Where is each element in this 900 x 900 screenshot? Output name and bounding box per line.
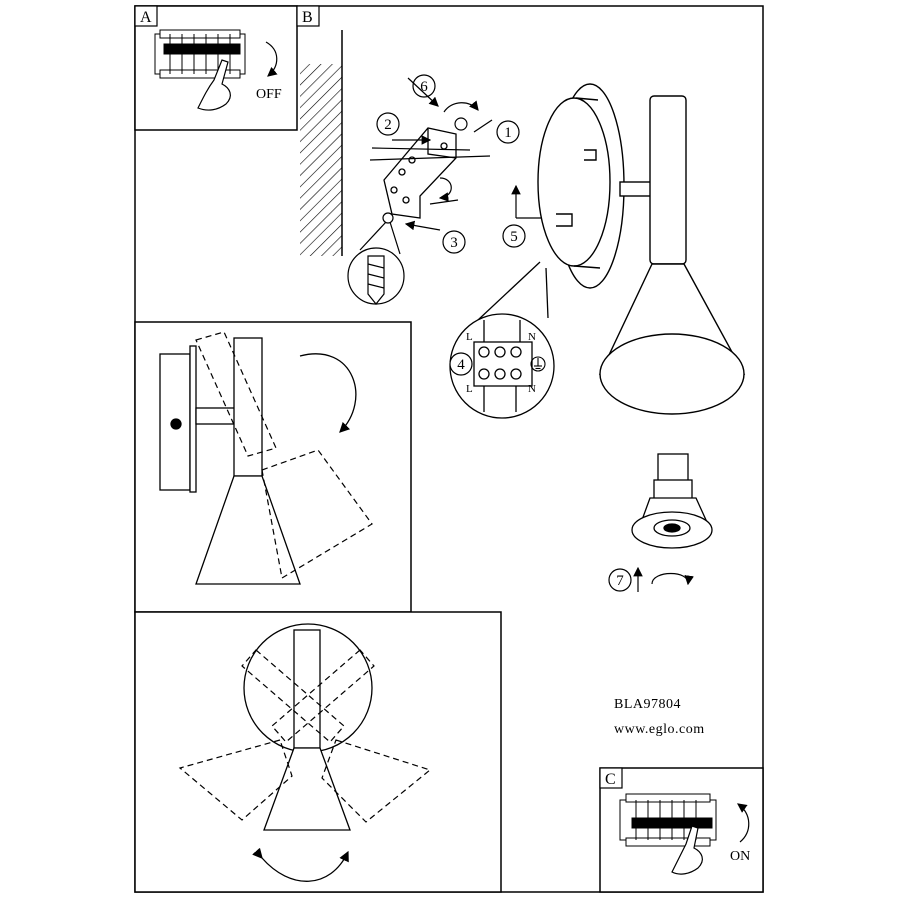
ground-icon (530, 356, 546, 372)
svg-text:1: 1 (504, 125, 512, 141)
breaker-strip-icon (154, 29, 246, 79)
rotate-swing-arrow-icon (252, 847, 349, 882)
svg-text:4: 4 (457, 357, 465, 373)
gu10-bulb-icon (631, 453, 713, 549)
terminal-labels: L N L N (466, 331, 536, 395)
svg-text:6: 6 (420, 79, 428, 95)
website-link[interactable]: www.eglo.com (614, 722, 705, 737)
step-6: 6 (407, 74, 439, 107)
hand-icon (197, 59, 231, 111)
step-3: 3 (404, 177, 466, 254)
panel-c-letter: C (605, 771, 616, 788)
mounting-bracket (383, 127, 457, 219)
rotate-down-arrow-icon (265, 41, 278, 77)
hand-icon (671, 825, 703, 875)
panel-a-letter: A (140, 9, 152, 26)
rotate-up-arrow-icon (737, 803, 750, 843)
svg-text:3: 3 (450, 235, 458, 251)
switch-on-label: ON (730, 849, 750, 864)
wall (300, 30, 343, 256)
panel-c: C ON (599, 767, 764, 893)
svg-text:2: 2 (384, 117, 392, 133)
model-number: BLA97804 (614, 697, 681, 712)
terminal-block-detail (449, 261, 555, 419)
svg-text:5: 5 (510, 229, 518, 245)
step-7: 7 (608, 566, 694, 592)
wall-plug-detail (347, 221, 405, 305)
svg-text:N: N (528, 331, 536, 343)
breaker-strip-icon (619, 793, 717, 847)
svg-text:L: L (466, 331, 473, 343)
svg-text:7: 7 (616, 573, 624, 589)
lamp-canopy (537, 83, 625, 289)
screws (369, 117, 491, 224)
rotate-tilt-arrow-icon (299, 353, 357, 433)
panel-tilt-view (134, 321, 412, 613)
lamp-body (598, 95, 746, 415)
svg-text:N: N (528, 383, 536, 395)
svg-text:L: L (466, 383, 473, 395)
panel-a: A OFF (134, 5, 298, 131)
switch-off-label: OFF (256, 87, 282, 102)
step-2: 2 (376, 112, 432, 145)
step-4: 4 (449, 352, 473, 376)
panel-b-letter: B (302, 9, 313, 26)
step-1: 1 (443, 100, 520, 144)
panel-b: B (296, 5, 320, 27)
panel-rotate-view (134, 611, 502, 893)
